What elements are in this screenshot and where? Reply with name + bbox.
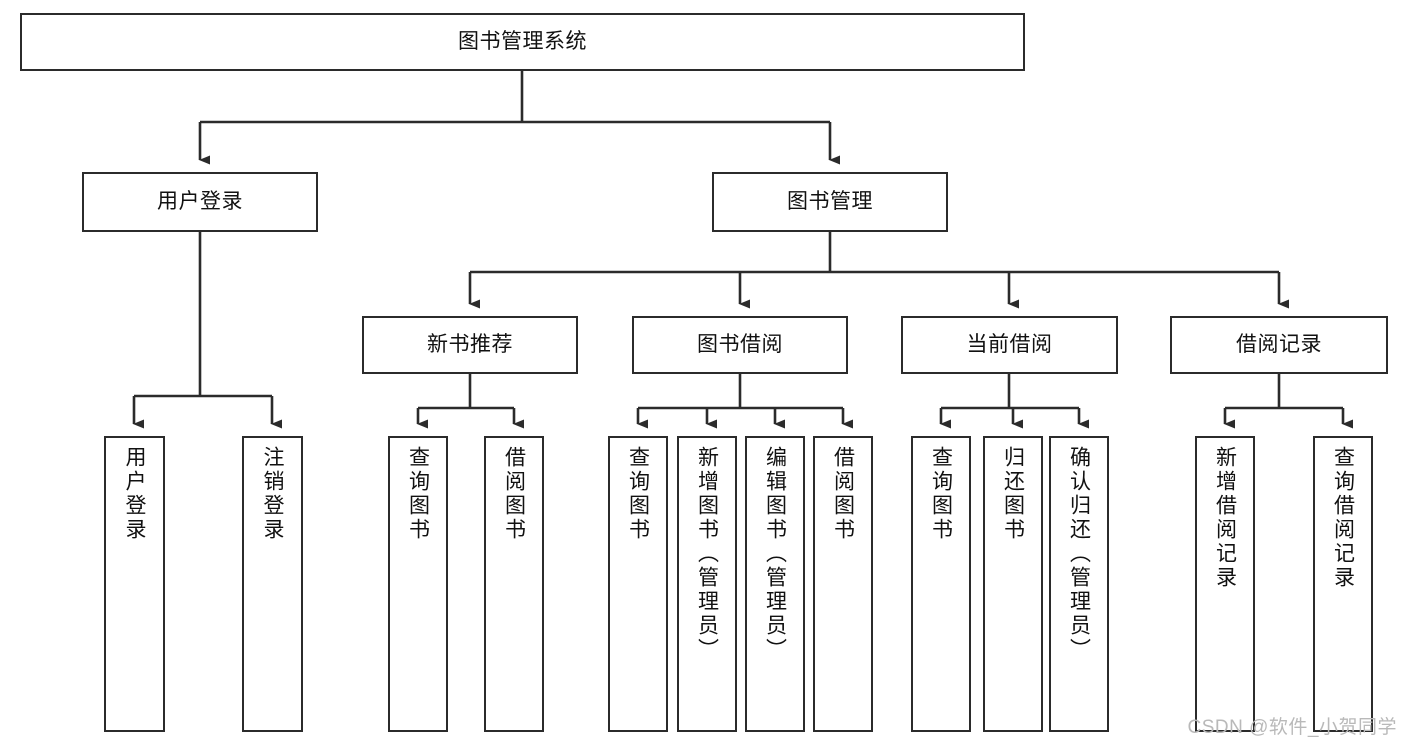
- node-leaf-add-record[interactable]: 新增借阅记录: [1195, 436, 1255, 732]
- node-leaf-add-record-label: 新增借阅记录: [1213, 446, 1237, 590]
- node-leaf-query-book-cur[interactable]: 查询图书: [911, 436, 971, 732]
- node-leaf-edit-book-label: 编辑图书（管理员）: [763, 446, 787, 662]
- node-leaf-add-book-label: 新增图书（管理员）: [695, 446, 719, 662]
- node-leaf-borrow-book-rec-label: 借阅图书: [502, 446, 526, 542]
- node-leaf-query-book-rec[interactable]: 查询图书: [388, 436, 448, 732]
- node-leaf-query-record-label: 查询借阅记录: [1331, 446, 1355, 590]
- node-borrow-record-label: 借阅记录: [1236, 332, 1322, 356]
- node-book-manage[interactable]: 图书管理: [712, 172, 948, 232]
- node-book-borrow[interactable]: 图书借阅: [632, 316, 848, 374]
- node-leaf-query-book-label: 查询图书: [626, 446, 650, 542]
- node-leaf-user-login[interactable]: 用户登录: [104, 436, 165, 732]
- node-current-borrow-label: 当前借阅: [966, 332, 1053, 356]
- node-leaf-confirm-return-label: 确认归还（管理员）: [1067, 446, 1091, 662]
- node-book-borrow-label: 图书借阅: [697, 332, 783, 356]
- watermark-text: CSDN @软件_小贺同学: [1187, 717, 1397, 738]
- node-new-book-rec-label: 新书推荐: [427, 332, 513, 356]
- node-leaf-return-book[interactable]: 归还图书: [983, 436, 1043, 732]
- node-leaf-query-book[interactable]: 查询图书: [608, 436, 668, 732]
- node-root-label: 图书管理系统: [458, 29, 587, 53]
- node-leaf-borrow-book-rec[interactable]: 借阅图书: [484, 436, 544, 732]
- node-leaf-confirm-return[interactable]: 确认归还（管理员）: [1049, 436, 1109, 732]
- node-leaf-query-book-rec-label: 查询图书: [406, 446, 430, 542]
- node-leaf-logout-label: 注销登录: [261, 446, 284, 542]
- node-new-book-rec[interactable]: 新书推荐: [362, 316, 578, 374]
- node-leaf-query-book-cur-label: 查询图书: [929, 446, 953, 542]
- node-book-manage-label: 图书管理: [787, 189, 873, 213]
- node-leaf-borrow-book-label: 借阅图书: [831, 446, 855, 542]
- node-leaf-add-book[interactable]: 新增图书（管理员）: [677, 436, 737, 732]
- node-root[interactable]: 图书管理系统: [20, 13, 1025, 71]
- node-leaf-logout[interactable]: 注销登录: [242, 436, 303, 732]
- node-leaf-return-book-label: 归还图书: [1001, 446, 1025, 542]
- node-user-login-label: 用户登录: [157, 189, 243, 213]
- node-borrow-record[interactable]: 借阅记录: [1170, 316, 1388, 374]
- node-user-login[interactable]: 用户登录: [82, 172, 318, 232]
- node-current-borrow[interactable]: 当前借阅: [901, 316, 1118, 374]
- node-leaf-edit-book[interactable]: 编辑图书（管理员）: [745, 436, 805, 732]
- node-leaf-borrow-book[interactable]: 借阅图书: [813, 436, 873, 732]
- node-leaf-query-record[interactable]: 查询借阅记录: [1313, 436, 1373, 732]
- node-leaf-user-login-label: 用户登录: [123, 446, 146, 542]
